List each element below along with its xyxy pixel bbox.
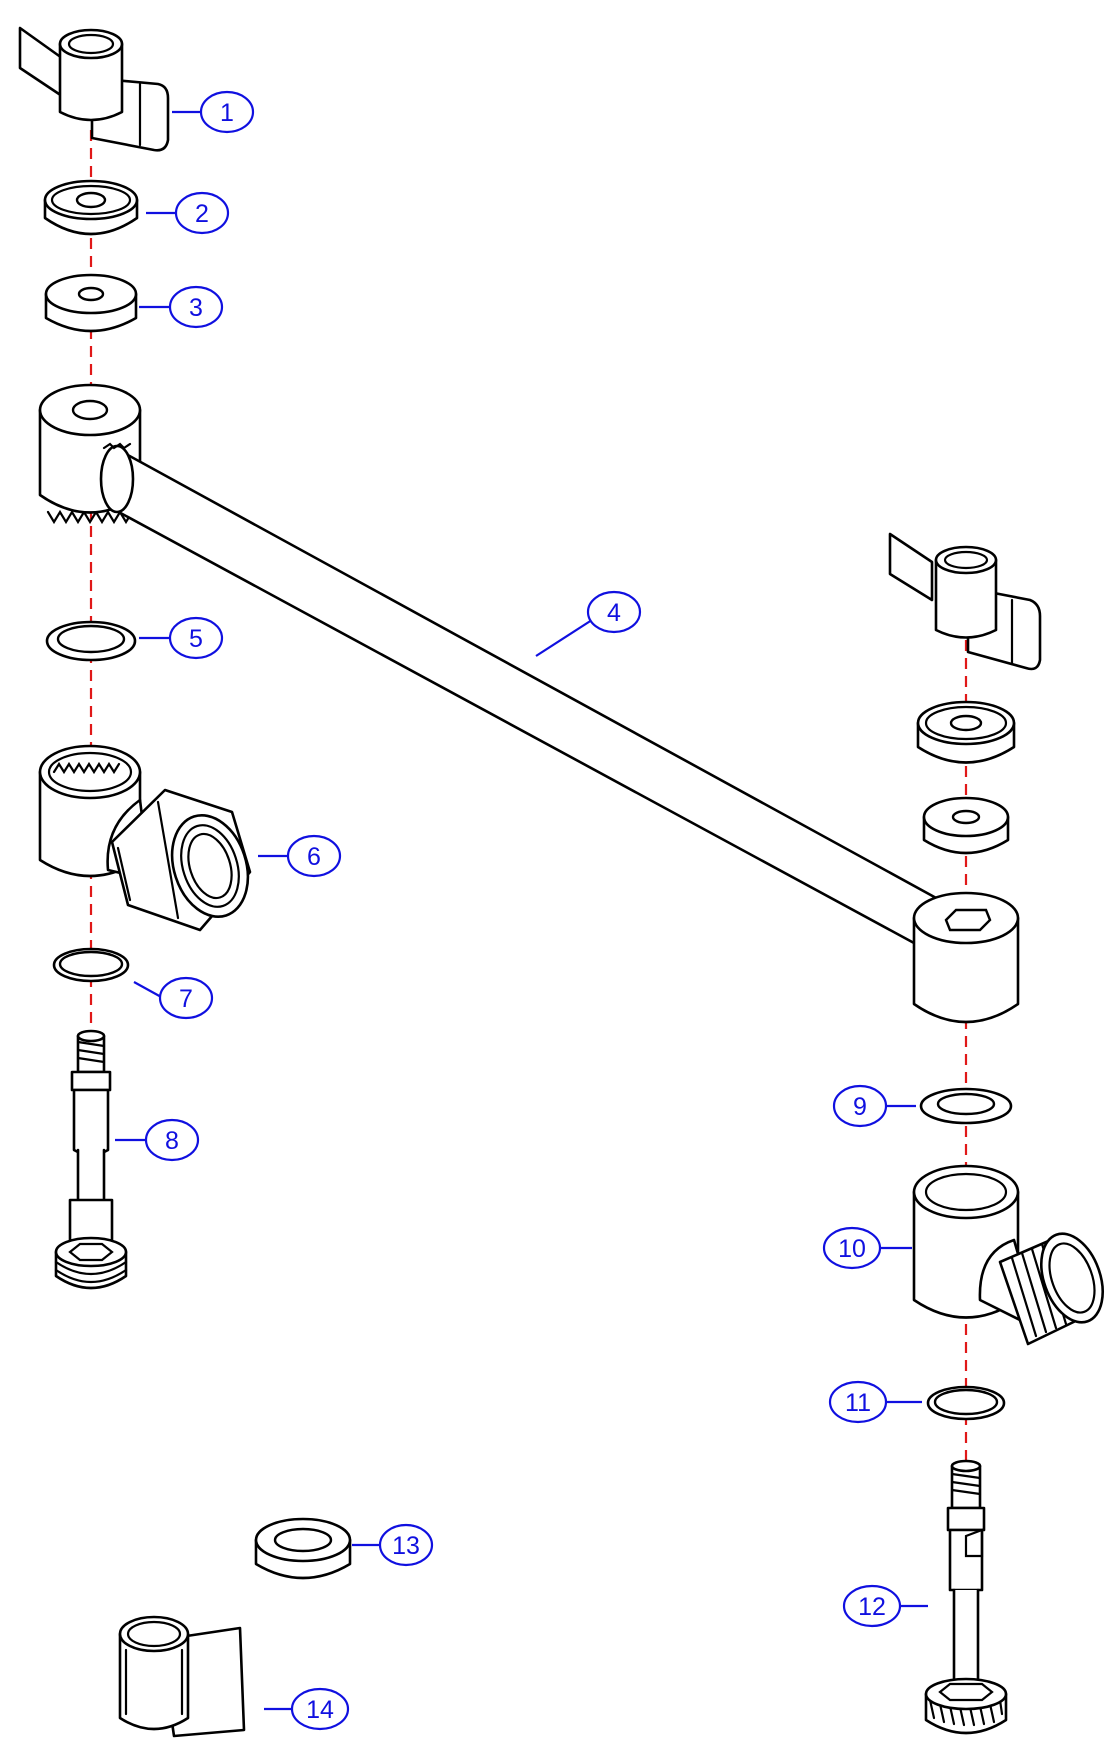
callout-11: 11 — [828, 1380, 888, 1424]
part-2-washer — [43, 179, 139, 236]
callout-6-label: 6 — [307, 843, 321, 871]
callout-7-label: 7 — [179, 985, 193, 1013]
callout-14-label: 14 — [306, 1696, 334, 1724]
callout-14: 14 — [290, 1687, 350, 1731]
callout-4: 4 — [586, 590, 642, 634]
part-1-wing-knob — [18, 26, 170, 152]
callout-2: 2 — [174, 191, 230, 235]
callout-1: 1 — [199, 90, 255, 134]
part-8-stud — [54, 1029, 128, 1290]
callout-5: 5 — [168, 616, 224, 660]
part-6-elbow-nut — [38, 744, 252, 932]
callout-9: 9 — [832, 1084, 888, 1128]
callout-12: 12 — [842, 1584, 902, 1628]
callout-3: 3 — [168, 285, 224, 329]
callout-4-label: 4 — [607, 599, 621, 627]
part-4-arm — [38, 383, 1020, 1024]
callout-8-label: 8 — [165, 1127, 179, 1155]
part-10-tee-fitting — [912, 1164, 1104, 1346]
part-14-bushing — [118, 1615, 246, 1738]
callout-1-label: 1 — [220, 99, 234, 127]
right-wing-knob — [888, 532, 1042, 671]
callout-3-label: 3 — [189, 294, 203, 322]
part-9-ring — [919, 1087, 1013, 1125]
part-3-washer — [44, 273, 138, 333]
callout-11-label: 11 — [845, 1389, 871, 1417]
callout-13: 13 — [378, 1523, 434, 1567]
part-11-ring — [926, 1385, 1006, 1421]
callout-10-label: 10 — [838, 1235, 866, 1263]
callout-5-label: 5 — [189, 625, 203, 653]
callout-6: 6 — [286, 834, 342, 878]
part-12-stud — [924, 1459, 1008, 1735]
leader-lines — [115, 110, 928, 1711]
part-7-ring — [52, 947, 130, 983]
callout-2-label: 2 — [195, 200, 209, 228]
assembly-axes — [89, 130, 968, 1470]
callout-8: 8 — [144, 1118, 200, 1162]
right-washer-lower — [922, 796, 1010, 855]
callout-13-label: 13 — [392, 1532, 420, 1560]
callout-7: 7 — [158, 976, 214, 1020]
callout-12-label: 12 — [858, 1593, 886, 1621]
right-washer-upper — [916, 700, 1016, 764]
part-5-ring — [45, 620, 137, 662]
callout-10: 10 — [822, 1226, 882, 1270]
part-13-spacer — [254, 1517, 352, 1580]
callout-9-label: 9 — [853, 1093, 867, 1121]
